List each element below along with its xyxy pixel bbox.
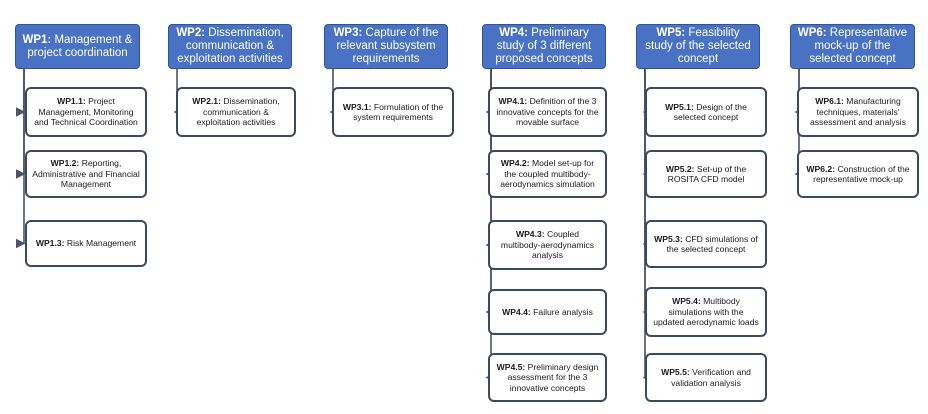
wp4-header: WP4: Preliminary study of 3 different pr… bbox=[482, 24, 606, 69]
wp4-5-id: WP4.5: bbox=[496, 361, 526, 372]
wp2-1-id: WP2.1: bbox=[192, 96, 221, 107]
wp5-4-text: Multibody simulations with the updated a… bbox=[653, 296, 759, 328]
wp4-3-text: Coupled multibody-aerodynamics analysis bbox=[500, 229, 595, 261]
wp4-2-text: Model set-up for the coupled multibody-a… bbox=[500, 158, 595, 190]
wp5-4-task: WP5.4: Multibody simulations with the up… bbox=[645, 287, 767, 337]
wp3-1-task: WP3.1: Formulation of the system require… bbox=[332, 87, 454, 137]
wp4-title: Preliminary study of 3 different propose… bbox=[495, 27, 593, 65]
wp4-5-task: WP4.5: Preliminary design assessment for… bbox=[488, 353, 607, 402]
wp1-3-text: Risk Management bbox=[66, 238, 137, 249]
wp2-1-text: Dissemination, communication & exploitat… bbox=[196, 96, 280, 128]
wp1-header: WP1: Management & project coordination bbox=[15, 24, 140, 69]
wp4-2-id: WP4.2: bbox=[500, 158, 530, 169]
wp3-title: Capture of the relevant subsystem requir… bbox=[336, 27, 439, 65]
wp1-2-id: WP1.2: bbox=[50, 158, 80, 169]
wp4-4-id: WP4.4: bbox=[502, 306, 531, 317]
wp1-3-task: WP1.3: Risk Management bbox=[25, 220, 147, 267]
wp1-title: Management & project coordination bbox=[27, 33, 133, 59]
wp1-2-text: Reporting, Administrative and Financial … bbox=[32, 158, 140, 190]
wp5-header: WP5: Feasibility study of the selected c… bbox=[636, 24, 760, 69]
wp1-2-task: WP1.2: Reporting, Administrative and Fin… bbox=[25, 150, 147, 198]
wp6-title: Representative mock-up of the selected c… bbox=[809, 27, 908, 65]
wp1-1-task: WP1.1: Project Management, Monitoring an… bbox=[25, 87, 147, 137]
wp5-2-text: Set-up of the ROSITA CFD model bbox=[667, 163, 747, 185]
wp1-1-text: Project Management, Monitoring and Techn… bbox=[34, 96, 138, 128]
wp5-5-task: WP5.5: Verification and validation analy… bbox=[645, 353, 767, 402]
wp4-1-task: WP4.1: Definition of the 3 innovative co… bbox=[488, 87, 607, 137]
wp4-4-task: WP4.4: Failure analysis bbox=[488, 289, 607, 335]
wp4-1-id: WP4.1: bbox=[498, 96, 528, 107]
wp4-3-id: WP4.3: bbox=[515, 229, 545, 240]
wp6-1-text: Manufacturing techniques, materials' ass… bbox=[809, 96, 906, 128]
wp2-1-task: WP2.1: Dissemination, communication & ex… bbox=[176, 87, 296, 137]
wp5-5-text: Verification and validation analysis bbox=[671, 367, 751, 388]
wp5-2-id: WP5.2: bbox=[665, 163, 695, 174]
wp2-id: WP2: bbox=[176, 27, 206, 39]
wp5-id: WP5: bbox=[656, 27, 686, 39]
wp5-4-id: WP5.4: bbox=[672, 296, 701, 307]
wp5-3-text: CFD simulations of the selected concept bbox=[666, 233, 758, 255]
wp5-1-task: WP5.1: Design of the selected concept bbox=[645, 87, 767, 137]
wp4-5-text: Preliminary design assessment for the 3 … bbox=[507, 361, 599, 393]
wp3-1-id: WP3.1: bbox=[342, 101, 372, 112]
wp1-3-id: WP1.3: bbox=[35, 238, 65, 249]
wp5-title: Feasibility study of the selected concep… bbox=[645, 27, 751, 65]
wp1-1-id: WP1.1: bbox=[57, 96, 86, 107]
wp2-header: WP2: Dissemination, communication & expl… bbox=[168, 24, 292, 69]
wp4-1-text: Definition of the 3 innovative concepts … bbox=[496, 96, 599, 128]
wp4-4-text: Failure analysis bbox=[533, 306, 593, 317]
wp6-1-id: WP6.1: bbox=[815, 96, 844, 107]
wp4-id: WP4: bbox=[499, 27, 529, 39]
wp6-2-task: WP6.2: Construction of the representativ… bbox=[797, 150, 919, 198]
wp5-1-id: WP5.1: bbox=[665, 101, 694, 112]
wp6-1-task: WP6.1: Manufacturing techniques, materia… bbox=[797, 87, 919, 137]
wp6-id: WP6: bbox=[797, 27, 827, 39]
wp4-2-task: WP4.2: Model set-up for the coupled mult… bbox=[488, 150, 607, 198]
wp3-id: WP3: bbox=[333, 27, 363, 39]
wp1-id: WP1: bbox=[22, 33, 52, 46]
wp5-2-task: WP5.2: Set-up of the ROSITA CFD model bbox=[645, 150, 767, 198]
wp2-title: Dissemination, communication & exploitat… bbox=[177, 27, 284, 65]
wp4-3-task: WP4.3: Coupled multibody-aerodynamics an… bbox=[488, 220, 607, 270]
wp6-2-id: WP6.2: bbox=[806, 163, 836, 174]
wp5-5-id: WP5.5: bbox=[661, 367, 690, 377]
wp6-2-text: Construction of the representative mock-… bbox=[813, 163, 910, 185]
wp5-3-task: WP5.3: CFD simulations of the selected c… bbox=[645, 220, 767, 268]
wp3-header: WP3: Capture of the relevant subsystem r… bbox=[324, 24, 448, 69]
wp5-1-text: Design of the selected concept bbox=[673, 101, 747, 123]
wp3-1-text: Formulation of the system requirements bbox=[353, 101, 444, 123]
wp6-header: WP6: Representative mock-up of the selec… bbox=[790, 24, 915, 69]
wp5-3-id: WP5.3: bbox=[654, 233, 683, 244]
